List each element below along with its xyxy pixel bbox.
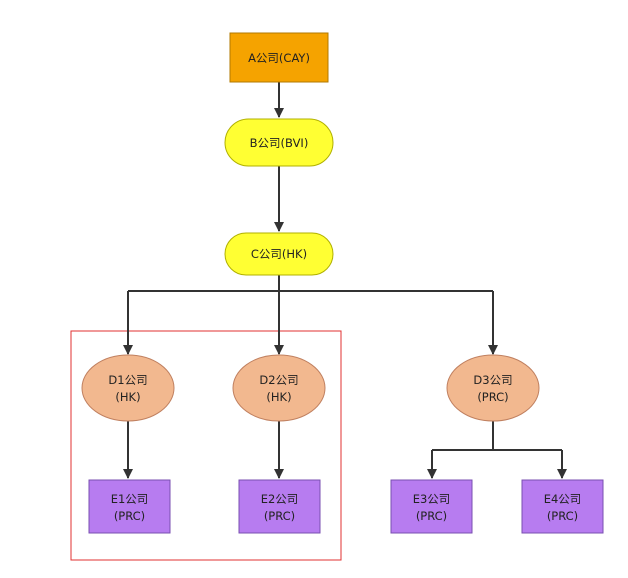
node-d1-label-1: D1公司	[108, 373, 147, 387]
highlight-box	[70, 330, 342, 561]
node-d3-label-1: D3公司	[473, 373, 512, 387]
node-e2-shape	[238, 479, 321, 534]
node-e1: E1公司 (PRC)	[88, 479, 171, 534]
node-e1-label-1: E1公司	[111, 492, 149, 506]
node-a-label: A公司(CAY)	[248, 51, 310, 65]
node-d3-label-2: (PRC)	[477, 390, 508, 404]
node-e2: E2公司 (PRC)	[238, 479, 321, 534]
node-e3-label-2: (PRC)	[416, 509, 447, 523]
node-c: C公司(HK)	[224, 232, 334, 276]
node-e4: E4公司 (PRC)	[521, 479, 604, 534]
node-a-shape	[229, 32, 329, 83]
node-b-shape	[224, 118, 334, 167]
node-d1-label-2: (HK)	[115, 390, 140, 404]
node-e4-shape	[521, 479, 604, 534]
node-e1-label-2: (PRC)	[114, 509, 145, 523]
node-d2: D2公司 (HK)	[232, 354, 326, 422]
node-a: A公司(CAY)	[229, 32, 329, 83]
node-b: B公司(BVI)	[224, 118, 334, 167]
node-d2-label-1: D2公司	[259, 373, 298, 387]
node-c-label: C公司(HK)	[251, 247, 307, 261]
node-b-label: B公司(BVI)	[250, 136, 309, 150]
node-d2-label-2: (HK)	[266, 390, 291, 404]
node-d3-shape	[446, 354, 540, 422]
node-e4-label-2: (PRC)	[547, 509, 578, 523]
node-d1-shape	[81, 354, 175, 422]
node-e3: E3公司 (PRC)	[390, 479, 473, 534]
node-d1: D1公司 (HK)	[81, 354, 175, 422]
node-e1-shape	[88, 479, 171, 534]
node-e2-label-2: (PRC)	[264, 509, 295, 523]
connectors	[123, 82, 567, 479]
node-e4-label-1: E4公司	[544, 492, 582, 506]
node-d3: D3公司 (PRC)	[446, 354, 540, 422]
node-e2-label-1: E2公司	[261, 492, 299, 506]
node-e3-shape	[390, 479, 473, 534]
node-e3-label-1: E3公司	[413, 492, 451, 506]
node-d2-shape	[232, 354, 326, 422]
node-c-shape	[224, 232, 334, 276]
